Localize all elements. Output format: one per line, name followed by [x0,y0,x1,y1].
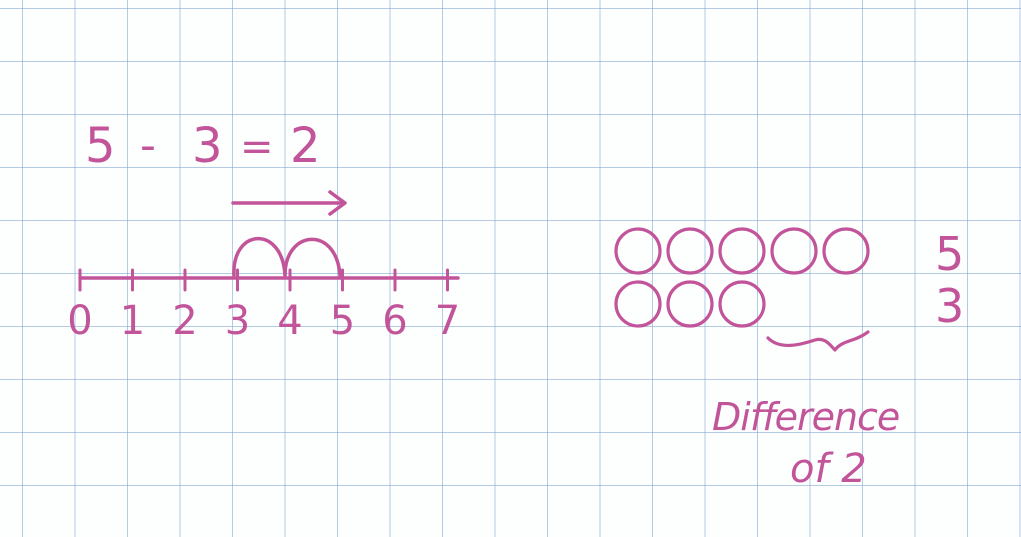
tick-label-6: 6 [382,298,407,344]
difference-caption-line1: Difference [712,395,899,439]
bottom-row-circle-2 [666,280,714,328]
circle-model: 5 3 Difference of 2 [614,227,964,492]
equation-minus: - [140,120,156,171]
tick-label-5: 5 [330,298,355,344]
top-row-circle-3 [718,227,766,275]
tick-label-4: 4 [277,298,302,344]
top-row-circle-1 [614,227,662,275]
arrow-head [328,190,347,216]
tick-label-1: 1 [120,298,145,344]
equation-result: 2 [290,118,321,174]
top-row-circle-5 [822,227,870,275]
jump-4-to-5 [283,237,342,277]
bottom-row-count: 3 [935,279,964,333]
top-row-count: 5 [935,227,964,281]
direction-arrow [231,190,347,216]
equation-equals: = [240,124,274,170]
top-row-circle-2 [666,227,714,275]
difference-caption-line2: of 2 [790,446,867,492]
equation: 5 - 3 = 2 [85,118,321,174]
tick-label-3: 3 [225,298,250,344]
top-row-circle-4 [770,227,818,275]
equation-operand-a: 5 [85,118,116,174]
equation-operand-b: 3 [192,118,223,174]
tick-label-7: 7 [435,298,460,344]
bottom-row-circle-3 [718,280,766,328]
number-line-jumps [232,237,342,277]
tick-label-0: 0 [67,298,92,344]
jump-3-to-4 [232,237,287,277]
tick-label-2: 2 [172,298,197,344]
bottom-row-circle-1 [614,280,662,328]
difference-brace [766,330,870,352]
